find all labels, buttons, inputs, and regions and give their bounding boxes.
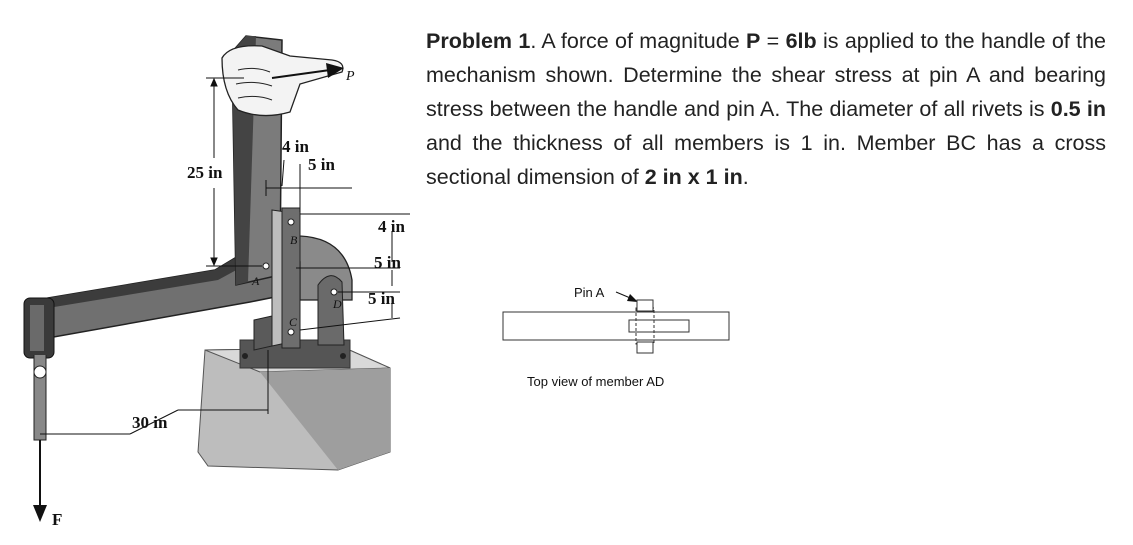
base-block xyxy=(197,339,391,471)
force-p-arrow xyxy=(271,63,344,79)
dim-right-lines xyxy=(296,213,410,331)
dim-5-right-b-label: 5 in xyxy=(368,289,395,308)
dim-30-label: 30 in xyxy=(132,413,168,432)
p-magnitude: 6lb xyxy=(785,29,817,53)
inner-member xyxy=(628,319,690,333)
problem-text: is applied to the handle of the mechanis… xyxy=(426,29,1106,121)
pin-a-head-bottom xyxy=(636,341,654,354)
dim-4-right-label: 4 in xyxy=(378,217,405,236)
force-p-label: P xyxy=(345,69,355,84)
mechanism-figure: F P A B C D xyxy=(23,35,410,529)
dim-25-lines xyxy=(206,77,262,267)
dim-top-lines xyxy=(265,159,352,212)
pin-b-label: B xyxy=(290,233,298,247)
pin-c-label: C xyxy=(289,315,298,329)
bc-dimension: 2 in x 1 in xyxy=(644,165,743,189)
problem-text: = xyxy=(760,29,786,53)
link-bc xyxy=(271,207,301,349)
dim-4-top-label: 4 in xyxy=(282,137,309,156)
force-f-arrow xyxy=(33,440,47,522)
clevis xyxy=(23,297,55,441)
dim-5-right-a-label: 5 in xyxy=(374,253,401,272)
dim-30-lines xyxy=(40,350,269,435)
top-view-diagram: Pin A Top view of member AD xyxy=(502,285,730,389)
problem-number: Problem 1 xyxy=(426,29,531,53)
problem-text: and the thickness of all members is 1 in… xyxy=(426,131,1106,189)
member-ad xyxy=(253,275,345,351)
pin-a-label: A xyxy=(251,274,260,288)
force-f-label: F xyxy=(52,510,62,529)
p-symbol: P xyxy=(746,29,761,53)
hand-illustration xyxy=(221,45,344,117)
pin-a-head-top xyxy=(636,299,654,312)
top-view-caption: Top view of member AD xyxy=(527,374,664,389)
dim-5-top-label: 5 in xyxy=(308,155,335,174)
member-ad-outline xyxy=(502,311,730,341)
problem-text: . A force of magnitude xyxy=(530,29,747,53)
rivet-diameter: 0.5 in xyxy=(1050,97,1107,121)
problem-statement: Problem 1. A force of magnitude P = 6lb … xyxy=(426,24,1106,194)
pin-a-callout: Pin A xyxy=(574,285,605,300)
dim-25-label: 25 in xyxy=(187,163,223,182)
pin-d-label: D xyxy=(332,297,342,311)
problem-text: . xyxy=(742,165,749,189)
